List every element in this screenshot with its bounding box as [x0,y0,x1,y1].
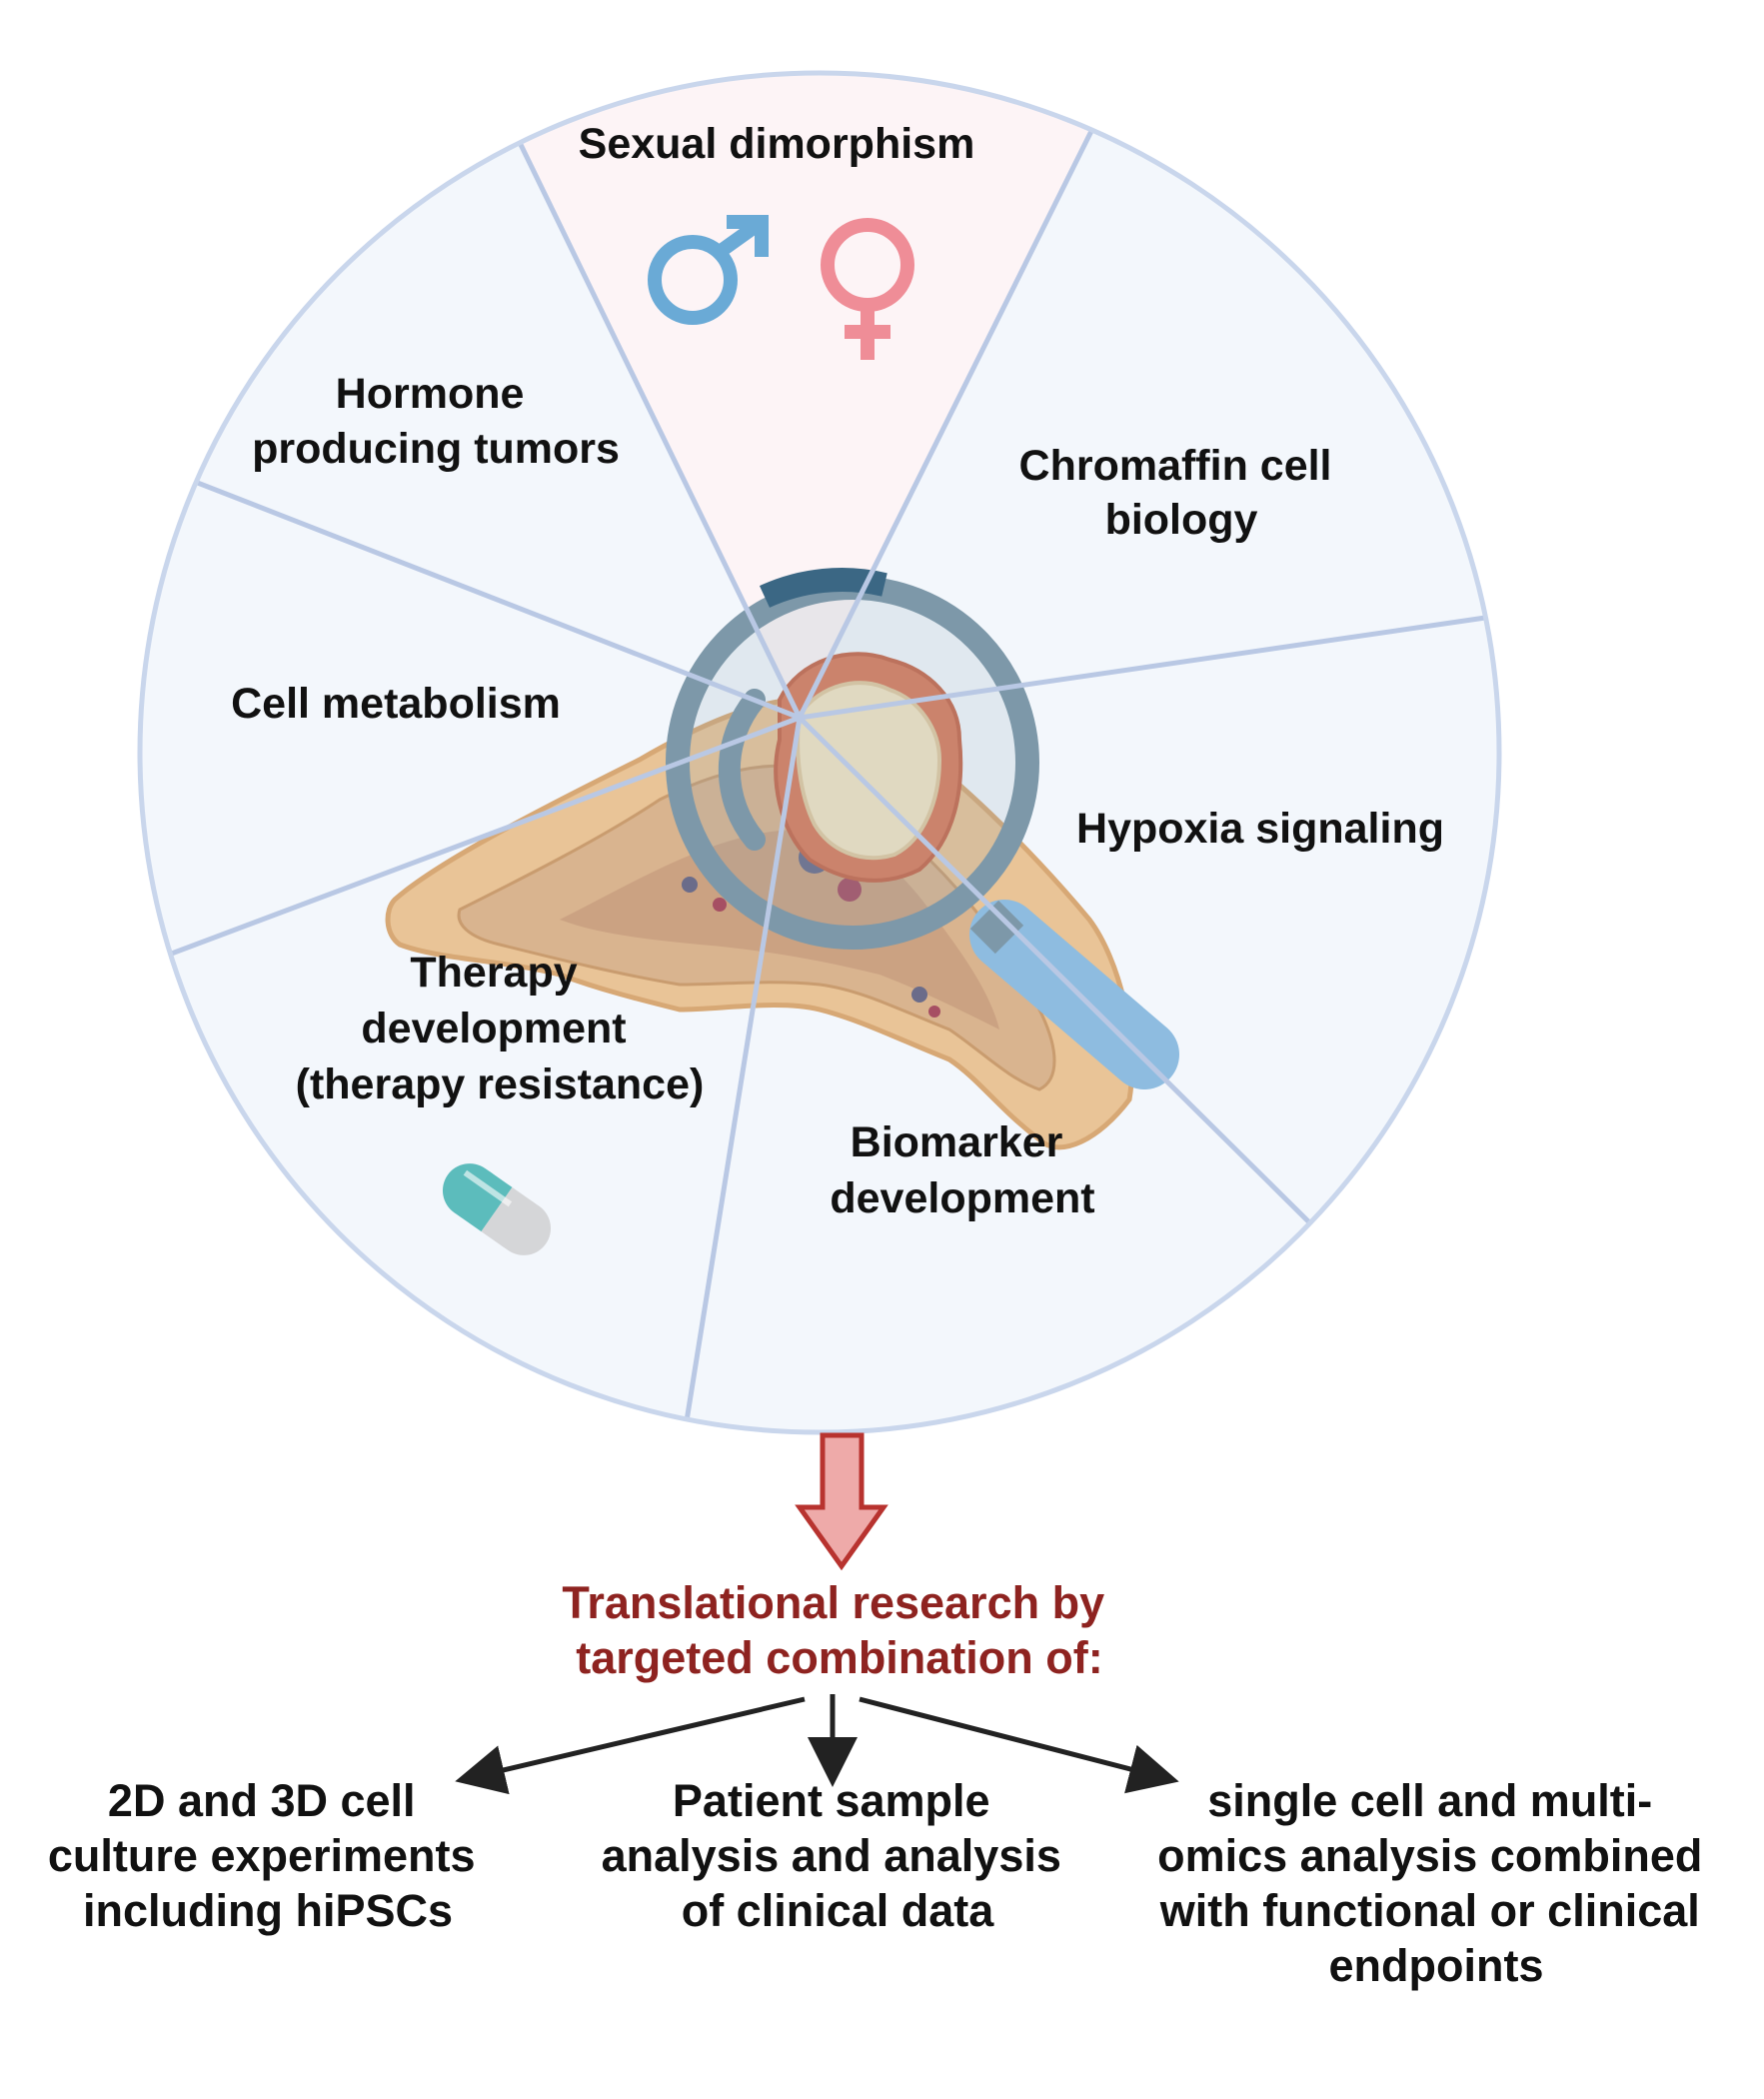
wheel-dividers [140,73,1499,1429]
wheel-outline [137,70,1502,1435]
wheel-sector-sexual-dimorphism [484,73,1120,718]
female-symbol-icon [821,218,914,360]
topic-wheel: Sexual dimorphism Chromaffin cell biolog… [137,70,1502,1435]
wheel-sector-cell-metabolism [140,456,800,972]
segment-label-sexual-dimorphism: Sexual dimorphism [579,120,975,168]
branch-arrow-right [859,1696,1179,1794]
segment-label-hormone-producing-tumors: Hormone producing tumors [252,370,620,473]
wheel-divider [797,73,1122,720]
segment-label-cell-metabolism: Cell metabolism [231,680,561,728]
down-arrow-icon [795,1432,888,1571]
outcome-cell-culture: 2D and 3D cell culture experiments inclu… [48,1775,488,1936]
wheel-divider [140,715,801,974]
wheel-divider [683,717,803,1429]
wheel-divider [482,73,803,720]
segment-label-chromaffin-cell-biology: Chromaffin cell biology [1019,442,1344,544]
branch-arrows [455,1694,1179,1795]
branch-arrow-left [455,1696,806,1795]
wheel-sector-chromaffin-cell-biology [800,73,1499,718]
pill-capsule-icon [442,1163,552,1255]
segment-label-biomarker-development: Biomarker development [830,1118,1094,1222]
adrenal-gland-icon [385,652,1135,1150]
male-symbol-icon [648,215,769,325]
outcome-patient-sample: Patient sample analysis and analysis of … [602,1775,1074,1936]
summary-heading: Translational research by targeted combi… [562,1577,1116,1683]
segment-label-therapy-development: Therapy development (therapy resistance) [296,949,705,1108]
segment-label-hypoxia-signaling: Hypoxia signaling [1076,805,1444,853]
wheel-divider [799,611,1499,721]
wheel-divider [798,716,1313,1226]
wheel-sector-hypoxia-signaling [800,614,1499,1224]
outcome-single-cell: single cell and multi- omics analysis co… [1157,1775,1715,1991]
wheel-divider [140,453,801,721]
